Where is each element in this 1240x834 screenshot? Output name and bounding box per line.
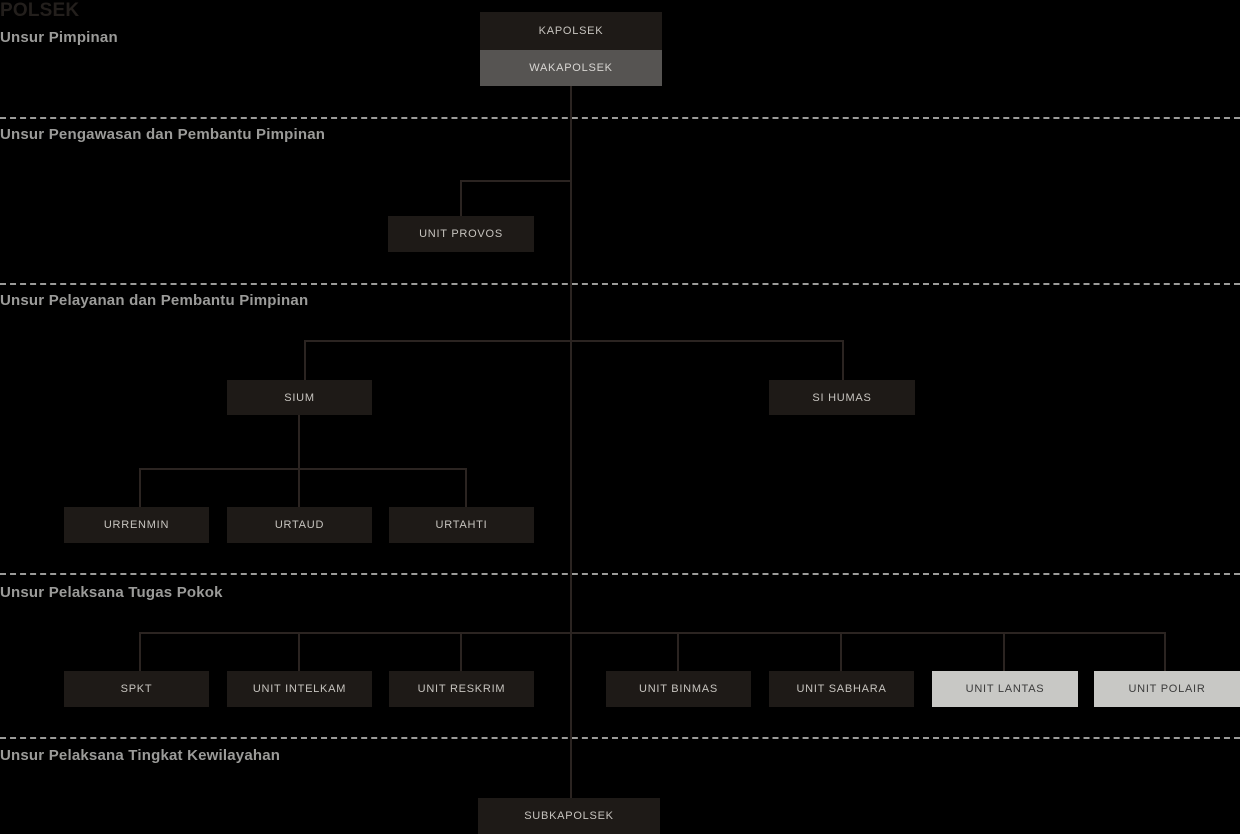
connector-urrenmin-drop — [139, 468, 141, 507]
connector-sabhara-drop — [840, 632, 842, 671]
trunk-line-main — [570, 86, 572, 798]
connector-sium-stem — [298, 415, 300, 468]
connector-lantas-drop — [1003, 632, 1005, 671]
node-unit-provos[interactable]: UNIT PROVOS — [388, 216, 534, 252]
connector-urtaud-drop — [298, 468, 300, 507]
connector-ur-bar — [139, 468, 467, 470]
connector-urtahti-drop — [465, 468, 467, 507]
node-unit-intelkam[interactable]: UNIT INTELKAM — [227, 671, 372, 707]
node-unit-lantas[interactable]: UNIT LANTAS — [932, 671, 1078, 707]
section-label-pelaksana-tugas: Unsur Pelaksana Tugas Pokok — [0, 584, 223, 601]
connector-polair-drop — [1164, 632, 1166, 671]
node-si-humas[interactable]: SI HUMAS — [769, 380, 915, 415]
node-urrenmin[interactable]: URRENMIN — [64, 507, 209, 543]
connector-provos-vertical — [460, 180, 462, 218]
section-label-pimpinan: Unsur Pimpinan — [0, 29, 118, 46]
connector-binmas-drop — [677, 632, 679, 671]
node-unit-reskrim[interactable]: UNIT RESKRIM — [389, 671, 534, 707]
connector-reskrim-drop — [460, 632, 462, 671]
node-kapolsek[interactable]: KAPOLSEK — [480, 12, 662, 50]
connector-provos-horizontal — [460, 180, 572, 182]
node-unit-sabhara[interactable]: UNIT SABHARA — [769, 671, 914, 707]
connector-spkt-drop — [139, 632, 141, 671]
node-subkapolsek[interactable]: SUBKAPOLSEK — [478, 798, 660, 834]
connector-sihumas-drop — [842, 340, 844, 380]
section-label-tingkat-kewilayahan: Unsur Pelaksana Tingkat Kewilayahan — [0, 747, 281, 764]
section-label-pengawasan: Unsur Pengawasan dan Pembantu Pimpinan — [0, 126, 326, 143]
connector-sium-drop — [304, 340, 306, 380]
connector-pelayanan-bar — [304, 340, 844, 342]
connector-pokok-bar — [139, 632, 1166, 634]
node-wakapolsek[interactable]: WAKAPOLSEK — [480, 50, 662, 86]
divider-pelaksana-tugas — [0, 737, 1240, 739]
node-unit-polair[interactable]: UNIT POLAIR — [1094, 671, 1240, 707]
node-sium[interactable]: SIUM — [227, 380, 372, 415]
divider-pimpinan — [0, 117, 1240, 119]
section-label-pelayanan: Unsur Pelayanan dan Pembantu Pimpinan — [0, 292, 309, 309]
page-title: POLSEK — [0, 0, 80, 21]
connector-intelkam-drop — [298, 632, 300, 671]
divider-pengawasan — [0, 283, 1240, 285]
node-urtahti[interactable]: URTAHTI — [389, 507, 534, 543]
node-urtaud[interactable]: URTAUD — [227, 507, 372, 543]
divider-pelayanan — [0, 573, 1240, 575]
node-spkt[interactable]: SPKT — [64, 671, 209, 707]
node-unit-binmas[interactable]: UNIT BINMAS — [606, 671, 751, 707]
